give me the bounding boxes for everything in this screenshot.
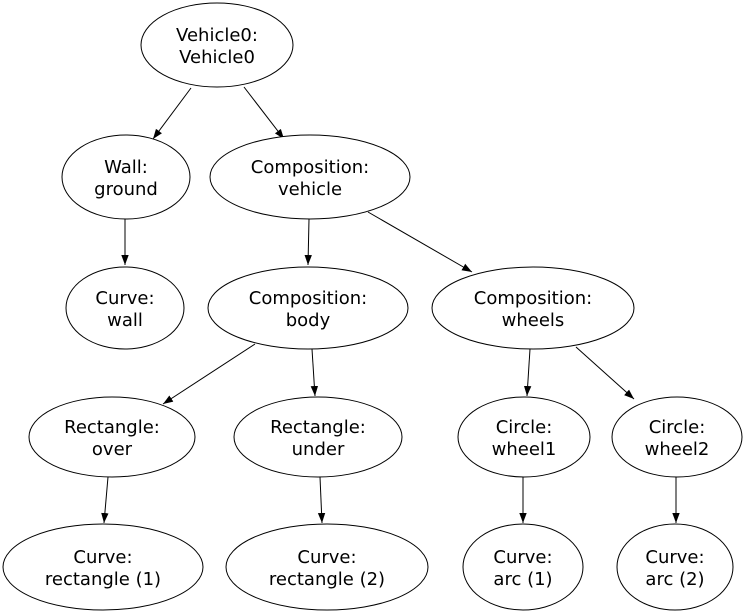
edge-rectangle-over-to-curve-rectangle-1 (101, 476, 109, 524)
edge-vehicle0-to-wall-ground (152, 87, 192, 140)
node-rectangle-over-label-line1: Rectangle: (64, 417, 160, 438)
node-curve-arc-2-shape (616, 523, 734, 611)
node-curve-arc-2-label-line2: arc (2) (645, 569, 704, 590)
node-composition-vehicle: Composition: vehicle (209, 134, 411, 220)
node-curve-rectangle-1: Curve: rectangle (1) (2, 523, 204, 611)
node-rectangle-over-label-line2: over (92, 439, 133, 460)
edge-group (101, 86, 680, 524)
node-curve-arc-1-label-line2: arc (1) (493, 569, 552, 590)
node-vehicle0-shape (140, 2, 294, 88)
node-circle-wheel1-label-line2: wheel1 (492, 439, 557, 460)
node-composition-wheels-label-line1: Composition: (474, 288, 592, 309)
node-composition-body-label-line1: Composition: (249, 288, 367, 309)
node-curve-arc-1-shape (462, 523, 584, 611)
node-curve-rectangle-2: Curve: rectangle (2) (225, 523, 429, 611)
node-wall-ground: Wall: ground (61, 134, 191, 220)
node-rectangle-over-shape (28, 396, 196, 478)
node-curve-rectangle-2-shape (225, 523, 429, 611)
node-circle-wheel2-label-line1: Circle: (649, 417, 706, 438)
edge-composition-wheels-to-circle-wheel1 (523, 348, 532, 397)
node-curve-arc-2: Curve: arc (2) (616, 523, 734, 611)
node-composition-wheels: Composition: wheels (431, 266, 635, 350)
node-curve-arc-2-label-line1: Curve: (645, 547, 704, 568)
node-rectangle-under-label-line1: Rectangle: (270, 417, 366, 438)
node-circle-wheel2-label-line2: wheel2 (645, 439, 710, 460)
node-rectangle-under-shape (233, 396, 403, 478)
edge-composition-vehicle-to-composition-body (304, 218, 312, 266)
node-curve-wall-label-line2: wall (107, 310, 143, 331)
node-circle-wheel2-shape (611, 396, 743, 478)
node-curve-rectangle-2-label-line2: rectangle (2) (269, 569, 385, 590)
node-composition-body-label-line2: body (286, 310, 331, 331)
node-composition-body-shape (207, 266, 409, 350)
edge-composition-wheels-to-circle-wheel2 (575, 346, 635, 400)
node-curve-rectangle-2-label-line1: Curve: (297, 547, 356, 568)
node-curve-wall-shape (65, 266, 185, 350)
node-curve-rectangle-1-label-line2: rectangle (1) (45, 569, 161, 590)
node-vehicle0: Vehicle0: Vehicle0 (140, 2, 294, 88)
node-curve-rectangle-1-shape (2, 523, 204, 611)
edge-composition-body-to-rectangle-under (310, 348, 319, 397)
node-curve-arc-1-label-line1: Curve: (493, 547, 552, 568)
edge-rectangle-under-to-curve-rectangle-2 (317, 476, 326, 524)
node-curve-wall: Curve: wall (65, 266, 185, 350)
node-wall-ground-label-line2: ground (94, 179, 158, 200)
node-vehicle0-label-line1: Vehicle0: (176, 25, 258, 46)
edge-vehicle0-to-composition-vehicle (243, 86, 285, 140)
node-composition-vehicle-label-line2: vehicle (278, 179, 342, 200)
node-circle-wheel2: Circle: wheel2 (611, 396, 743, 478)
node-curve-wall-label-line1: Curve: (95, 288, 154, 309)
node-circle-wheel1-label-line1: Circle: (496, 417, 553, 438)
edge-composition-vehicle-to-composition-wheels (367, 211, 473, 273)
node-rectangle-under-label-line2: under (292, 439, 345, 460)
node-curve-arc-1: Curve: arc (1) (462, 523, 584, 611)
node-curve-rectangle-1-label-line1: Curve: (73, 547, 132, 568)
node-wall-ground-shape (61, 134, 191, 220)
node-composition-body: Composition: body (207, 266, 409, 350)
node-composition-wheels-label-line2: wheels (502, 310, 565, 331)
node-composition-wheels-shape (431, 266, 635, 350)
node-rectangle-over: Rectangle: over (28, 396, 196, 478)
node-composition-vehicle-shape (209, 134, 411, 220)
node-wall-ground-label-line1: Wall: (104, 157, 148, 178)
node-composition-vehicle-label-line1: Composition: (251, 157, 369, 178)
node-vehicle0-label-line2: Vehicle0 (179, 47, 255, 68)
edge-composition-body-to-rectangle-over (162, 343, 256, 405)
node-rectangle-under: Rectangle: under (233, 396, 403, 478)
node-circle-wheel1: Circle: wheel1 (457, 396, 591, 478)
node-circle-wheel1-shape (457, 396, 591, 478)
